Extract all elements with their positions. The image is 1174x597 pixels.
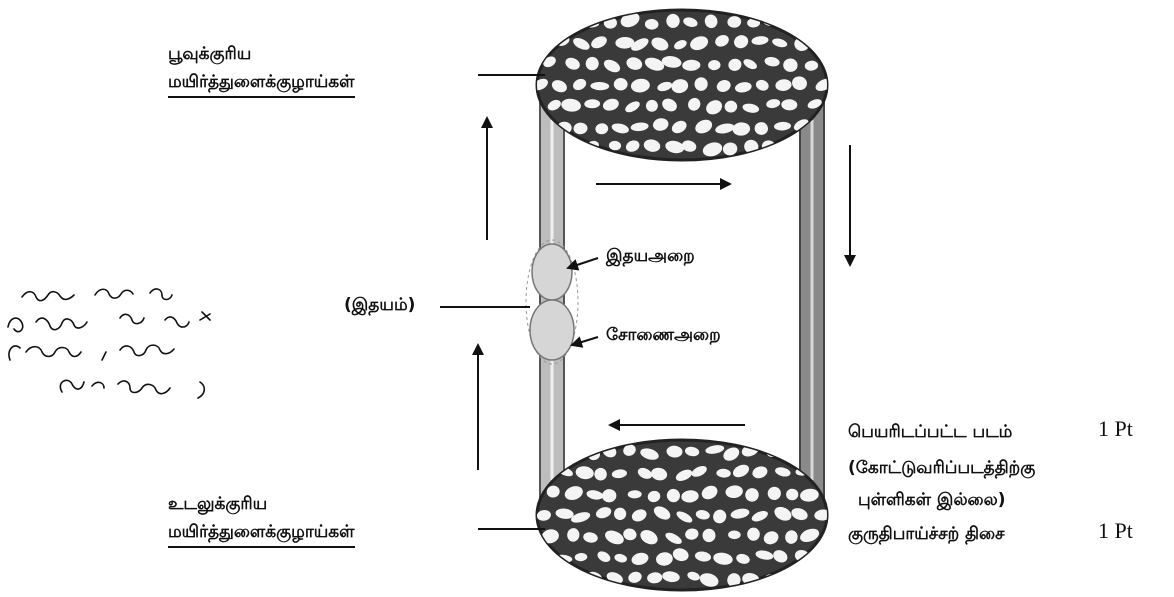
capillary-cell xyxy=(614,78,628,90)
handwritten-scribble xyxy=(8,289,210,398)
label-heart: (இதயம்) xyxy=(344,295,415,317)
label-atrium: இதயஅறை xyxy=(606,246,695,268)
capillary-cell xyxy=(824,444,845,461)
flow-arrows xyxy=(478,118,850,470)
capillary-cell xyxy=(545,17,558,27)
capillary-cell xyxy=(805,15,823,29)
capillary-cell xyxy=(817,550,833,561)
capillary-cell xyxy=(564,570,586,586)
capillary-cell xyxy=(824,140,845,158)
label-named-diagram: பெயரிடப்பட்ட படம் xyxy=(848,422,1012,444)
pulmonary-capillary-bed xyxy=(531,10,844,160)
flow-direction-points: 1 Pt xyxy=(1098,518,1133,544)
capillary-cell xyxy=(828,60,841,69)
capillary-cell xyxy=(532,550,550,563)
capillary-cell xyxy=(825,12,843,29)
capillary-cell xyxy=(542,570,563,586)
capillary-cell xyxy=(785,573,799,585)
heart-shape xyxy=(526,240,578,364)
capillary-cell xyxy=(787,15,803,27)
capillary-cell xyxy=(567,444,581,457)
label-note-line1: (கோட்டுவரிப்படத்திற்கு xyxy=(848,458,1035,480)
label-note-line2: புள்ளிகள் இல்லை) xyxy=(858,490,1006,512)
label-systemic-line1: உடலுக்குரிய xyxy=(168,494,267,516)
named-diagram-points: 1 Pt xyxy=(1098,416,1133,442)
label-ventricle: சோணைஅறை xyxy=(606,325,721,347)
capillary-cell xyxy=(805,570,822,587)
capillary-cell xyxy=(814,35,831,49)
capillary-cell xyxy=(825,572,842,586)
label-pulmonary-line2: மயிர்த்துளைக்குழாய்கள் xyxy=(168,72,355,98)
label-flow-direction: குருதிபாய்ச்சற் திசை xyxy=(848,524,1005,546)
label-systemic-line2: மயிர்த்துளைக்குழாய்கள் xyxy=(168,522,355,548)
capillary-cell xyxy=(562,13,582,26)
pointer-lines xyxy=(440,75,598,529)
label-pulmonary-line1: பூவுக்குரிய xyxy=(168,44,251,66)
systemic-capillary-bed xyxy=(532,440,844,590)
